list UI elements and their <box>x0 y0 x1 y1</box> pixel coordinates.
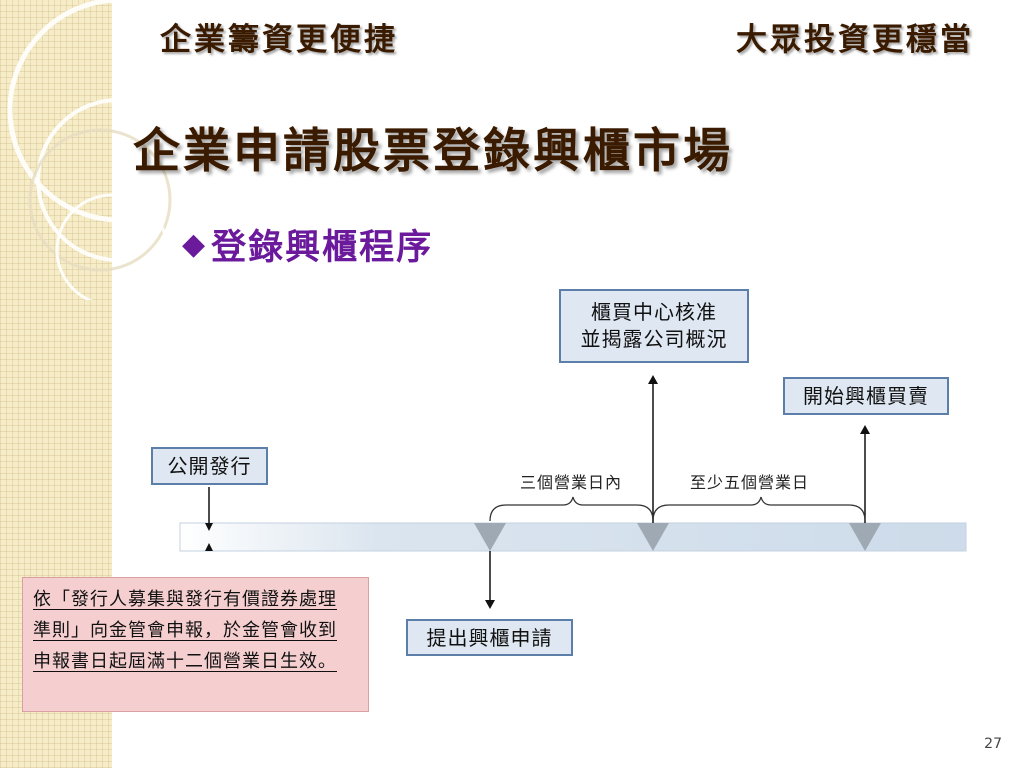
public-offering-box: 公開發行 <box>151 447 268 485</box>
brace-within-three-days <box>489 496 654 522</box>
section-subtitle: ◆ 登錄興櫃程序 <box>182 219 433 270</box>
regulation-note-text: 依「發行人募集與發行有價證券處理準則」向金管會申報，於金管會收到申報書日起屆滿十… <box>33 589 337 672</box>
slide-title: 企業申請股票登錄興櫃市場 <box>133 124 733 179</box>
decorative-circles <box>7 0 233 300</box>
submit-application-box: 提出興櫃申請 <box>406 619 573 656</box>
arrow-submit-down-head <box>485 600 495 609</box>
header-right-slogan: 大眾投資更穩當 <box>736 22 974 58</box>
brace-at-least-five-days <box>652 496 866 522</box>
timeline-marker-submit <box>474 523 506 551</box>
timeline-bar <box>179 522 967 552</box>
timeline-marker-start <box>849 523 881 551</box>
period-at-least-five-days-label: 至少五個營業日 <box>690 473 810 492</box>
timeline-marker-approve <box>637 523 669 551</box>
arrow-approve-up-head <box>648 375 658 384</box>
arrow-start-up-head <box>860 425 870 434</box>
section-subtitle-text: 登錄興櫃程序 <box>211 227 434 268</box>
regulation-note-box: 依「發行人募集與發行有價證券處理準則」向金管會申報，於金管會收到申報書日起屆滿十… <box>22 577 369 712</box>
arrow-public-offering-down-head <box>205 523 213 531</box>
arrow-public-offering-up-head <box>205 543 213 551</box>
approval-box: 櫃買中心核准 並揭露公司概況 <box>559 289 749 363</box>
header-left-slogan: 企業籌資更便捷 <box>160 22 398 58</box>
page-number: 27 <box>984 736 1002 752</box>
approval-line-2: 並揭露公司概況 <box>580 327 728 351</box>
start-trading-box: 開始興櫃買賣 <box>783 377 949 415</box>
diamond-bullet-icon: ◆ <box>182 227 208 262</box>
approval-line-1: 櫃買中心核准 <box>591 300 717 324</box>
period-within-three-days-label: 三個營業日內 <box>520 473 623 492</box>
